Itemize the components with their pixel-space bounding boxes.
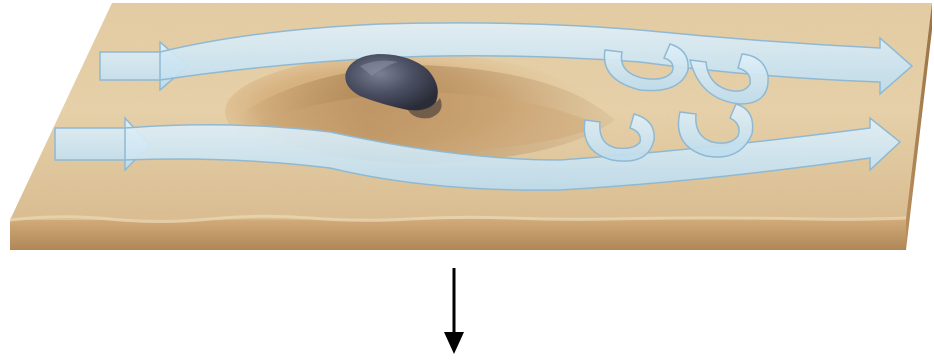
sand-front-edge <box>10 218 906 250</box>
down-arrow <box>444 268 464 354</box>
